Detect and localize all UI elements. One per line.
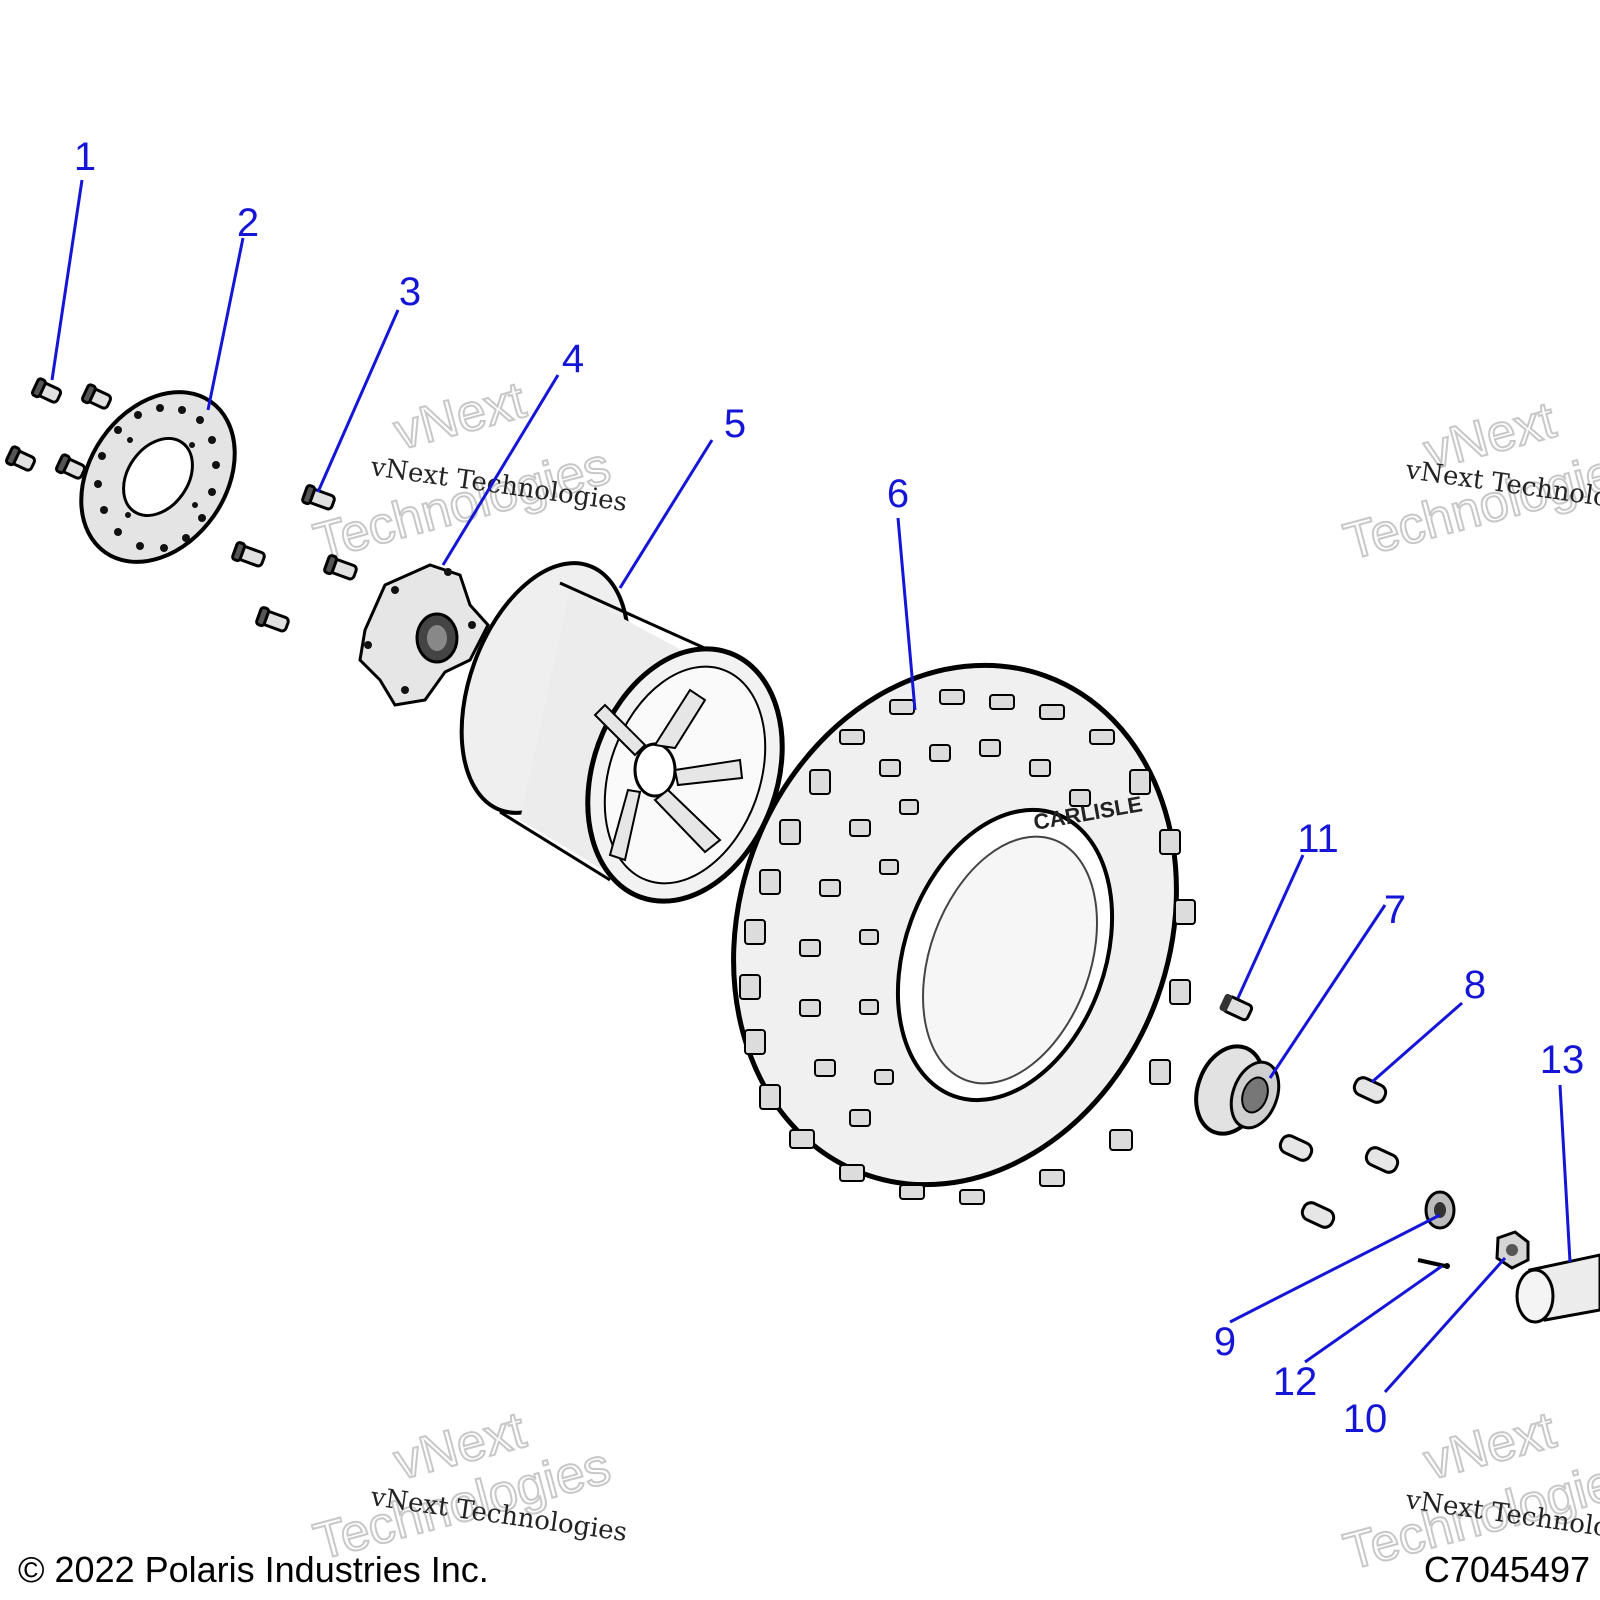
callout-7: 7 [1384,888,1406,932]
watermark-big-1: vNext [388,371,532,462]
callout-9: 9 [1214,1320,1236,1364]
callout-8: 8 [1464,963,1486,1007]
callout-6: 6 [887,472,909,516]
leader-lines [50,179,1572,1394]
brake-rotor [79,390,237,564]
callout-5: 5 [724,402,746,446]
washer [1424,1190,1456,1230]
callout-10: 10 [1343,1397,1388,1441]
callout-12: 12 [1273,1360,1318,1404]
copyright-text: © 2022 Polaris Industries Inc. [18,1549,489,1590]
callout-11: 11 [1297,817,1339,861]
rotor-bolts [4,377,113,480]
callout-13: 13 [1540,1038,1585,1082]
lug-nuts [1278,1076,1400,1229]
valve-stem [1219,993,1254,1022]
callout-1: 1 [74,135,96,179]
hub-cap [1515,1253,1600,1324]
callout-labels: 1 2 3 4 5 6 7 8 9 10 11 12 13 [74,135,1584,1441]
tire: CARLISLE [731,662,1196,1205]
wheel-hub [358,563,490,707]
hub-bolts [231,484,358,633]
diagram-code: C7045497 [1424,1549,1590,1590]
wheel-bearing [1194,1044,1281,1136]
callout-4: 4 [562,337,584,381]
cotter-pin [1417,1258,1450,1269]
callout-3: 3 [399,270,421,314]
callout-2: 2 [237,201,259,245]
